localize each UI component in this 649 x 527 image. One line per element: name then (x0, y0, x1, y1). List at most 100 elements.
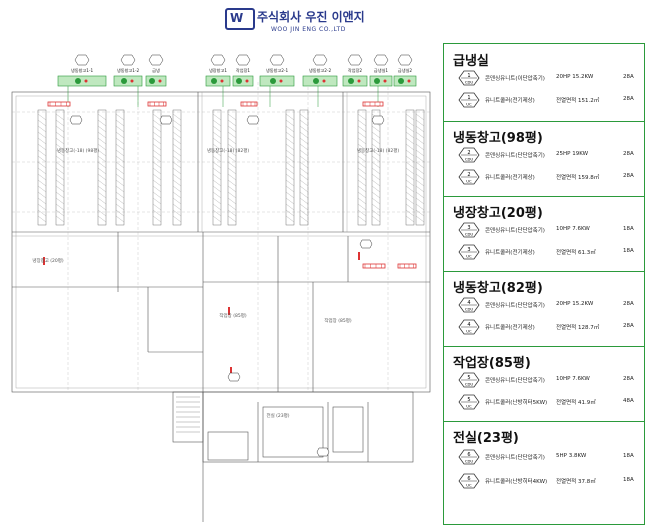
unit-label: 작업장2 (348, 67, 363, 74)
equipment-spec: 10HP 7.6KW (556, 376, 590, 382)
unit-cooler (240, 101, 258, 107)
rack-brace (212, 179, 222, 187)
rack-brace (405, 161, 415, 169)
equipment-name: 콘덴싱유니트(단단압축기) (485, 303, 545, 309)
rack-brace (357, 113, 367, 121)
rack-brace (285, 191, 295, 199)
rack-brace (97, 167, 107, 175)
equipment-spec: 전열면적 41.9㎡ (556, 400, 596, 406)
rack-brace (152, 215, 162, 223)
rack-brace (97, 173, 107, 181)
equipment-name: 콘덴싱유니트(단단압축기) (485, 228, 545, 234)
rack-brace (212, 125, 222, 133)
cooler-box (362, 101, 384, 107)
cooler-box (47, 101, 71, 107)
rack-brace (405, 131, 415, 139)
rack-brace (371, 149, 381, 157)
rack-brace (37, 209, 47, 217)
rack-brace (371, 197, 381, 205)
rack-brace (299, 161, 309, 169)
hex-symbol-icon (69, 115, 83, 125)
rack-brace (227, 203, 237, 211)
unit-box (393, 75, 417, 87)
svg-text:5: 5 (467, 375, 470, 381)
rack-brace (299, 167, 309, 175)
rack-brace (371, 131, 381, 139)
rack-brace (227, 209, 237, 217)
rack-brace (152, 197, 162, 205)
rack-brace (55, 203, 65, 211)
rack-brace (299, 143, 309, 151)
room-note: 전실 (23평) (266, 412, 289, 419)
rack-brace (212, 131, 222, 139)
rack-brace (357, 161, 367, 169)
hex-symbol-icon (359, 239, 373, 249)
rack-brace (371, 143, 381, 151)
rack-brace (37, 143, 47, 151)
rack-brace (172, 155, 182, 163)
hex-symbol-icon (269, 54, 285, 66)
unit-box (145, 75, 167, 87)
equipment-pipe: 18A (623, 226, 634, 232)
rack-brace (37, 215, 47, 223)
rack-brace (37, 167, 47, 175)
rack-brace (212, 191, 222, 199)
rack-brace (285, 197, 295, 205)
rack-brace (357, 173, 367, 181)
unit-label: 급냉 (152, 67, 160, 73)
svg-text:4: 4 (467, 322, 470, 328)
unit-box (113, 75, 143, 87)
rack-brace (37, 185, 47, 193)
rack-brace (371, 209, 381, 217)
unit-label: 급냉실1 (374, 67, 389, 73)
hex-symbol-icon (159, 115, 173, 125)
rack-brace (37, 131, 47, 139)
rack-brace (172, 203, 182, 211)
rack-brace (415, 203, 425, 211)
rack-brace (55, 119, 65, 127)
indicator-icon (322, 79, 326, 83)
rack-brace (115, 215, 125, 223)
svg-text:UC: UC (466, 254, 472, 259)
storage-rack (357, 109, 367, 226)
rack-brace (405, 191, 415, 199)
rack-brace (357, 191, 367, 199)
rack-brace (357, 179, 367, 187)
svg-text:UC: UC (466, 179, 472, 184)
rack-brace (97, 155, 107, 163)
rack-brace (97, 191, 107, 199)
rack-brace (55, 131, 65, 139)
rack-brace (285, 125, 295, 133)
rack-brace (285, 149, 295, 157)
equipment-name: 콘덴싱유니트(단단압축기) (485, 153, 545, 159)
storage-rack (227, 109, 237, 226)
rack-brace (37, 149, 47, 157)
rack-brace (357, 125, 367, 133)
fan-icon (211, 78, 217, 84)
rack-brace (415, 179, 425, 187)
hex-symbol-icon (312, 54, 328, 66)
fan-icon (270, 78, 276, 84)
rack-brace (152, 143, 162, 151)
rack-brace (357, 155, 367, 163)
equipment-pipe: 28A (623, 301, 634, 307)
unit-cooler (147, 101, 167, 107)
rack-brace (357, 203, 367, 211)
indicator-icon (84, 79, 88, 83)
cooler-box (147, 101, 167, 107)
rack-brace (55, 137, 65, 145)
rack-brace (115, 179, 125, 187)
storage-rack (152, 109, 162, 226)
rack-brace (55, 209, 65, 217)
condensing-unit: 급냉실1 (369, 54, 393, 87)
room-note: 냉동창고(-18) (82평) (207, 147, 249, 154)
storage-rack (37, 109, 47, 226)
storage-rack (97, 109, 107, 226)
rack-brace (227, 179, 237, 187)
